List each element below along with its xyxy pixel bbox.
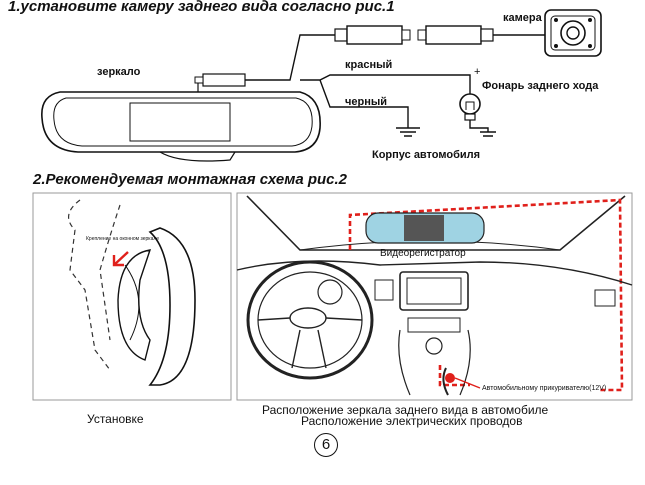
right-caption-line1: Расположение зеркала заднего вида в авто… [262,403,549,417]
right-caption-line2: Расположение электрических проводов [301,414,523,428]
section1-title: 1.установите камеру заднего вида согласн… [8,0,395,15]
left-panel [32,192,232,401]
page-number-badge: 6 [314,433,338,457]
car-body-label: Корпус автомобиля [372,149,481,161]
mount-note: Крепление на оконном зеркале [86,236,160,242]
camera-cable-connectors [334,25,545,45]
page-number: 6 [321,436,331,453]
backup-camera [544,9,602,57]
bulb-icon [459,93,481,121]
camera-label: камера [503,12,542,24]
reverse-light-label: Фонарь заднего хода [482,80,599,92]
lighter-label: Автомобильному прикуривателю(12V) [482,385,607,392]
left-caption: Установке [87,412,144,426]
plus-sign: + [474,66,481,78]
power-wires [300,74,496,137]
mirror-connector [194,34,335,92]
dvr-label: Видеорегистратор [380,248,466,259]
black-wire-label: черный [345,96,388,108]
mirror-label: зеркало [97,66,141,78]
rearview-mirror [41,91,321,162]
section2-title: 2.Рекомендуемая монтажная схема рис.2 [33,171,348,188]
red-wire-label: красный [345,59,393,71]
right-panel [236,192,633,401]
